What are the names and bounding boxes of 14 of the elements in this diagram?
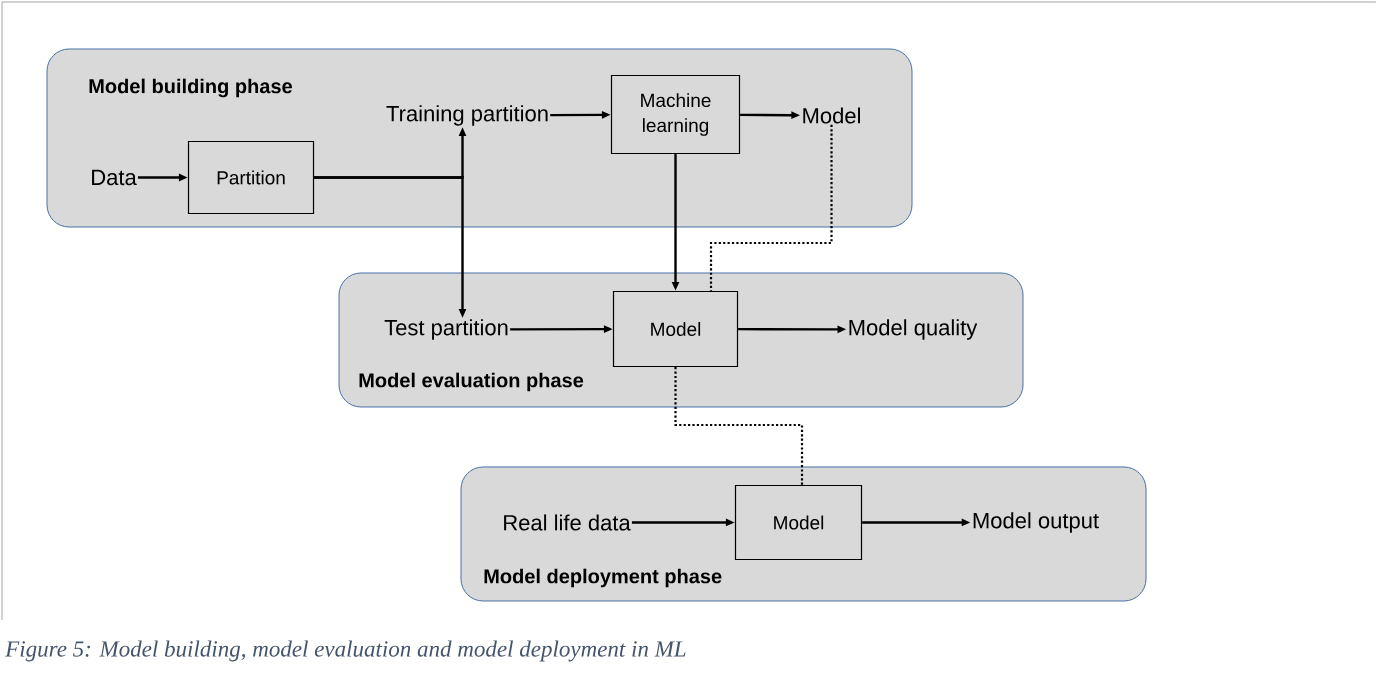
process-box: Model: [734, 484, 863, 561]
dotted-connector: [709, 124, 833, 292]
figure-caption: Figure 5: Model building, model evaluation and model deployment in ML: [5, 640, 686, 662]
process-box: Machine learning: [610, 74, 741, 155]
dotted-connector: [674, 367, 804, 486]
flow-label: Training partition: [386, 105, 548, 126]
flow-label: Model output: [973, 512, 1099, 533]
flow-label: Model: [803, 107, 860, 124]
process-box: Partition: [187, 140, 315, 215]
process-box: Model: [612, 290, 739, 368]
flow-label: Data: [92, 169, 137, 186]
flow-label: Model quality: [849, 319, 978, 340]
flow-label: Real life data: [504, 514, 631, 531]
flow-label: Test partition: [384, 319, 508, 340]
